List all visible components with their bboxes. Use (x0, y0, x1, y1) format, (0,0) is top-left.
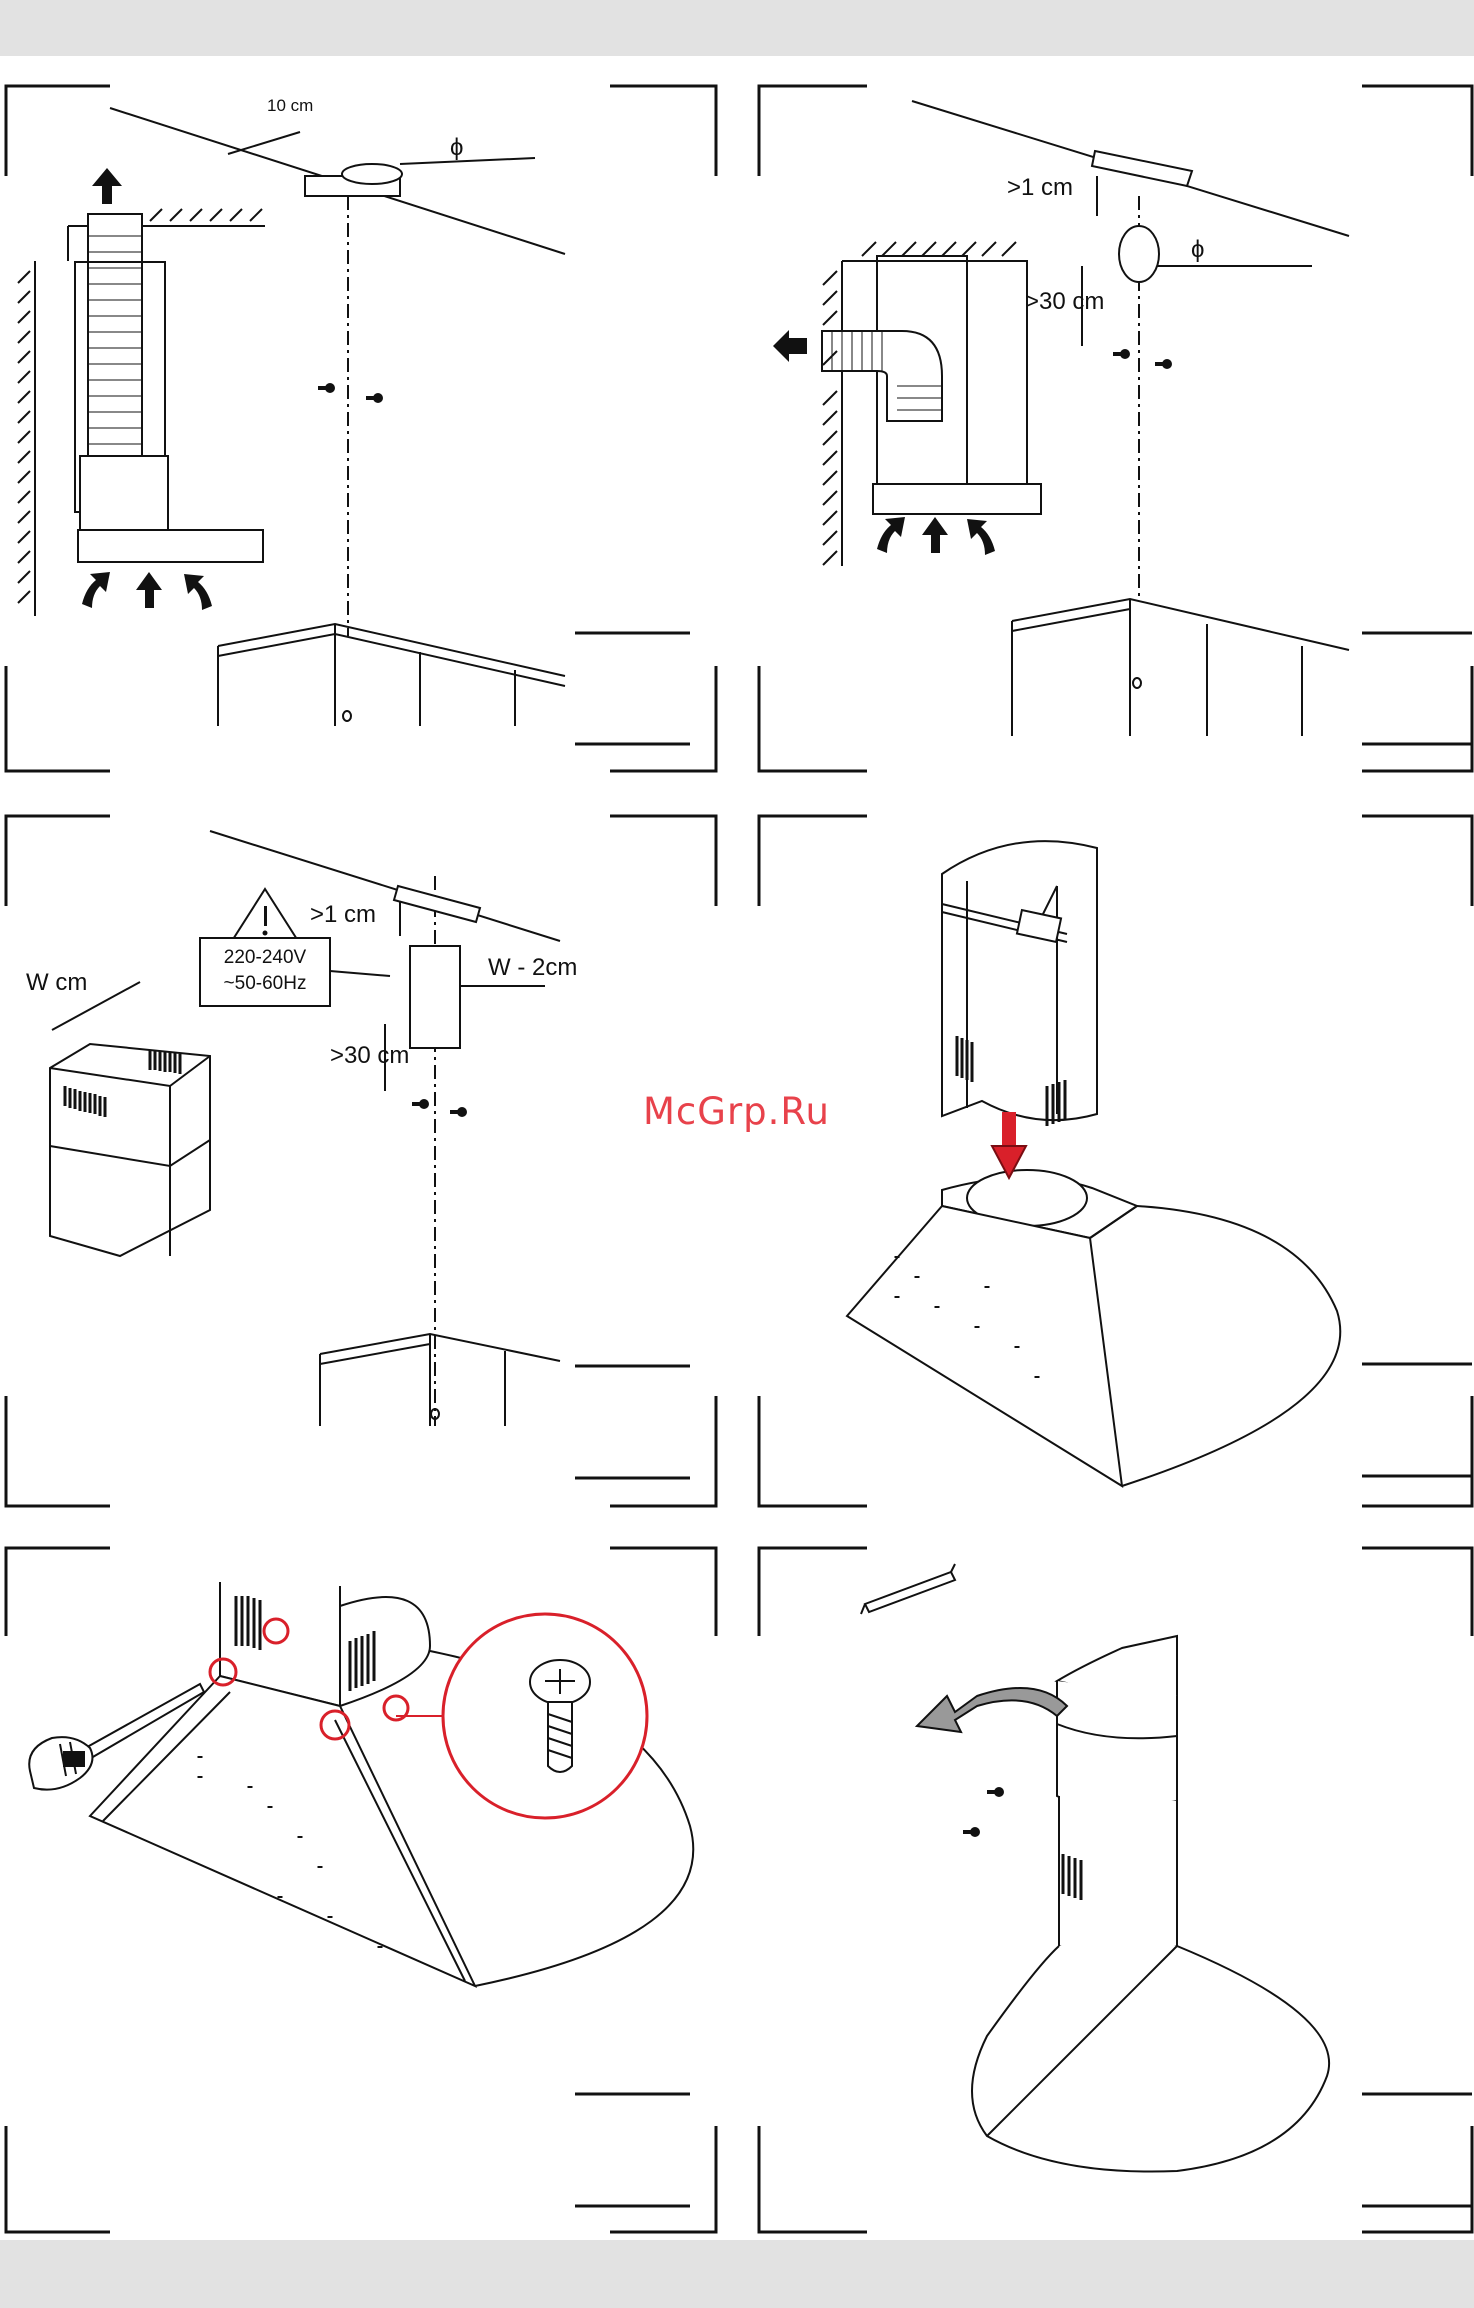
bracket (394, 886, 480, 922)
hand-icon (29, 1737, 92, 1790)
panel-chimney-insert-drawing (737, 786, 1474, 1516)
warning-icon-mark (264, 906, 267, 926)
chimney-cover (942, 841, 1097, 1120)
arrow-icon (992, 1112, 1026, 1178)
cabinet (218, 624, 565, 726)
dim-10cm-label: 10 cm (267, 96, 313, 116)
hood-curve (1122, 1206, 1340, 1486)
panel-ducted-side: >1 cm >30 cm ϕ (737, 56, 1474, 786)
crop-mark (610, 1396, 716, 1506)
upper-chimney-body (1057, 1681, 1177, 1807)
voltage-text: 220-240V (200, 946, 330, 970)
panel-upper-chimney-drawing (737, 1516, 1474, 2240)
crop-mark (1362, 666, 1472, 771)
hood-canopy (873, 484, 1041, 514)
diameter-label: ϕ (450, 134, 463, 162)
frequency-text: ~50-60Hz (200, 972, 330, 996)
crop-mark (6, 86, 110, 176)
detail-zoom (443, 1614, 647, 1818)
diameter-label: ϕ (1191, 236, 1204, 264)
bracket (865, 1572, 955, 1612)
duct-outlet (342, 164, 402, 184)
crop-mark (1362, 1548, 1472, 1636)
cabinet (320, 1334, 560, 1426)
bottom-band (0, 2240, 1474, 2308)
crop-mark (610, 816, 716, 906)
crop-mark (1362, 1396, 1472, 1506)
crop-mark (1362, 816, 1472, 906)
panel-screw-fixing (0, 1516, 737, 2240)
crop-mark (759, 2126, 867, 2232)
hood-body (847, 1206, 1122, 1486)
hood-curve (972, 1946, 1329, 2172)
crop-mark (1362, 2126, 1472, 2232)
crop-mark (759, 816, 867, 906)
duct-outlet (1119, 226, 1159, 282)
dim-1cm-label: >1 cm (310, 901, 376, 929)
crop-mark (6, 2126, 110, 2232)
crop-mark (1362, 86, 1472, 176)
crop-mark (759, 666, 867, 771)
bracket (1092, 151, 1192, 186)
lower-chimney (1059, 1796, 1177, 1959)
crop-mark (759, 1396, 867, 1506)
crop-mark (610, 2126, 716, 2232)
highlight-ring (264, 1619, 288, 1643)
screw-icon (1113, 349, 1172, 369)
dim-1cm-label: >1 cm (1007, 174, 1073, 202)
crop-mark (6, 816, 110, 906)
crop-mark (759, 1548, 867, 1636)
crop-mark (759, 86, 867, 176)
panel-chimney-insert (737, 786, 1474, 1516)
watermark: McGrp.Ru (643, 1090, 830, 1133)
hood-canopy (78, 530, 263, 562)
crop-mark (610, 86, 716, 176)
template-plate (410, 946, 460, 1048)
dim-wcm-label: W cm (26, 969, 87, 997)
panel-ducted-side-drawing (737, 56, 1474, 786)
dim-10cm (228, 132, 300, 154)
panel-chimney-sizing: W cm >1 cm W - 2cm >30 cm 220-240V ~50-6… (0, 786, 737, 1516)
dim-30cm-label: >30 cm (1025, 288, 1104, 316)
crop-mark (6, 666, 110, 771)
dim-w2cm-label: W - 2cm (488, 954, 577, 982)
top-band (0, 0, 1474, 56)
screw-icon (318, 383, 383, 403)
panel-screw-fixing-drawing (0, 1516, 737, 2240)
panel-upper-chimney (737, 1516, 1474, 2240)
crop-mark (6, 1396, 110, 1506)
screw-icon (963, 1787, 1004, 1837)
cabinet (1012, 599, 1349, 736)
crop-mark (610, 666, 716, 771)
rotate-arrow (917, 1688, 1067, 1732)
panel-chimney-sizing-drawing (0, 786, 737, 1516)
screw-icon (412, 1099, 467, 1117)
hood-body (80, 456, 168, 531)
dim-30cm-label: >30 cm (330, 1042, 409, 1070)
panel-ducted-vertical-drawing (0, 56, 737, 786)
panel-ducted-vertical: 10 cm ϕ (0, 56, 737, 786)
crop-mark (6, 1548, 110, 1636)
crop-mark (610, 1548, 716, 1636)
